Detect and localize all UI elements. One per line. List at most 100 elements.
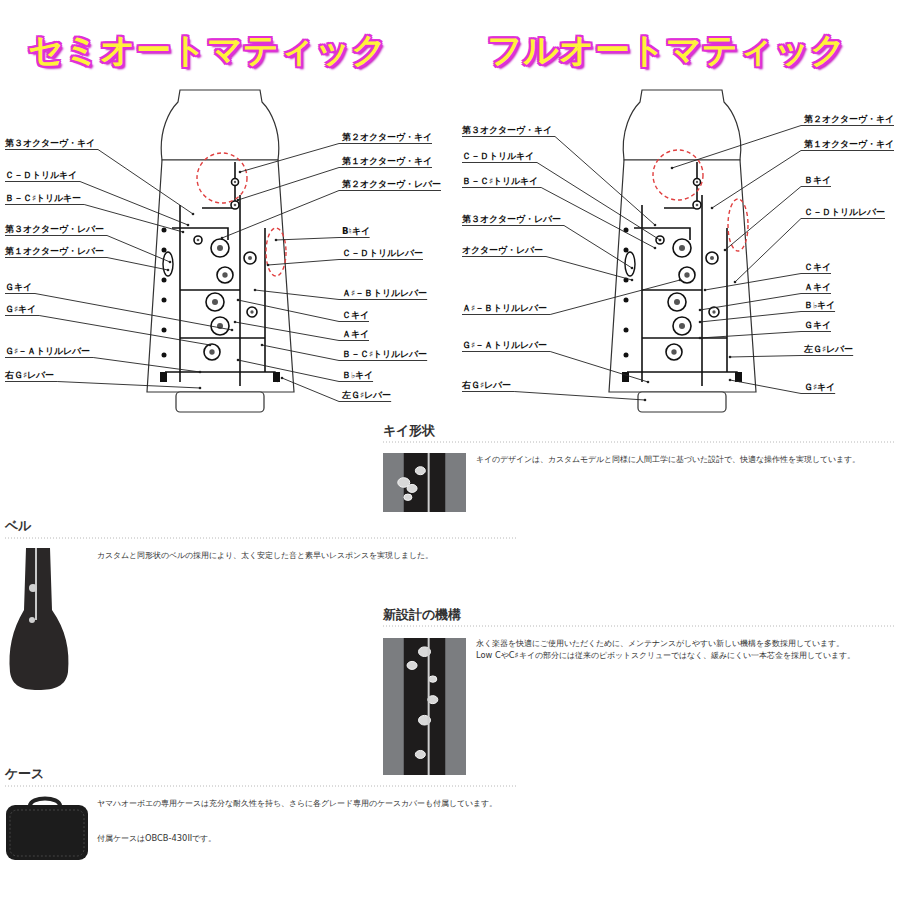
key-cup: [673, 239, 691, 257]
part-label: Ｃ－Ｄトリルキイ: [462, 151, 534, 161]
key-cup: [693, 201, 701, 209]
title-text: フルオートマティック: [487, 28, 846, 72]
leader-dot: [647, 381, 650, 384]
part-label: オクターヴ・レバー: [462, 245, 543, 255]
leader-dot: [654, 247, 657, 250]
leader-line: [462, 137, 655, 226]
title-text: セミオートマティック: [28, 28, 387, 72]
key-cup: [211, 317, 229, 335]
post: [162, 228, 167, 233]
leader-line: [262, 345, 427, 361]
part-label: 第１オクターヴ・キイ: [804, 139, 894, 149]
leader-dot: [679, 279, 682, 282]
leader-line: [5, 182, 188, 226]
part-label: 第２オクターヴ・キイ: [804, 114, 894, 124]
oboe-drawing: [609, 90, 756, 412]
lever: [273, 372, 280, 382]
key-cup: [244, 252, 256, 264]
part-label: Ｃキイ: [342, 310, 369, 320]
part-label: 右Ｇ♯レバー: [5, 370, 54, 380]
leader-dot: [671, 167, 674, 170]
part-label: 第１オクターヴ・キイ: [342, 156, 432, 166]
key-rod: [180, 337, 265, 339]
key-cup: [211, 239, 229, 257]
key-cup: [232, 179, 239, 186]
part-label: Ｃ－Ｄトリルレバー: [342, 248, 423, 258]
key-center: [712, 310, 715, 313]
leader-line: [462, 188, 655, 249]
leader-lines: [5, 126, 894, 402]
thumb-lever: [625, 252, 635, 276]
key-center: [710, 256, 714, 260]
part-label: Ｂ－Ｃ♯トリルキー: [5, 193, 81, 203]
key-cup: [673, 317, 691, 335]
leader-line: [238, 300, 369, 322]
oboe-drawing: [147, 90, 294, 412]
leader-dot: [234, 321, 237, 324]
part-label: Ｂ－Ｃ♯トリルレバー: [342, 349, 427, 359]
leader-dot: [199, 387, 202, 390]
leader-dot: [631, 267, 634, 270]
key-center: [217, 245, 223, 251]
highlight-circle: [266, 228, 286, 276]
leader-dot: [187, 224, 190, 227]
post: [624, 298, 629, 303]
part-label: Ｃ－Ｄトリルキイ: [5, 170, 77, 180]
part-label: 第２オクターヴ・キイ: [342, 132, 432, 142]
lever: [735, 372, 742, 382]
section-rule: [383, 626, 895, 627]
part-label: 右Ｇ♯レバー: [462, 380, 511, 390]
case-photo: [6, 799, 88, 861]
leader-dot: [281, 377, 284, 380]
leader-dot: [654, 224, 657, 227]
leader-dot: [704, 289, 707, 292]
part-label: 第２オクターヴ・レバー: [342, 179, 441, 189]
part-label: Ａキイ: [342, 329, 369, 339]
section-rule: [383, 442, 895, 443]
leader-line: [238, 360, 373, 382]
leader-dot: [254, 289, 257, 292]
thumb-lever: [163, 252, 173, 276]
bulb-outline: [161, 90, 279, 160]
key-rod: [165, 372, 278, 382]
key-center: [234, 204, 237, 207]
key-center: [197, 239, 200, 242]
post: [162, 278, 167, 283]
leader-dot: [729, 356, 732, 359]
part-label: 左Ｇ♯レバー: [804, 344, 853, 354]
part-label: 第３オクターヴ・レバー: [462, 214, 561, 224]
leader-dot: [209, 344, 212, 347]
lever: [160, 372, 167, 382]
section-heading: ケース: [5, 766, 44, 782]
highlight-circle: [653, 150, 703, 200]
leader-dot: [231, 329, 234, 332]
leader-line: [462, 280, 680, 315]
key-center: [248, 256, 252, 260]
leader-dot: [261, 344, 264, 347]
description-text: キイのデザインは、カスタムモデルと同様に人間工学に基づいた設計で、快適な操作性を…: [476, 454, 894, 465]
leader-line: [282, 378, 391, 402]
key-cup: [206, 293, 224, 311]
part-label: Ｂ♭キイ: [804, 300, 835, 310]
part-label: Ｇ♯キイ: [5, 304, 36, 314]
key-center: [250, 310, 253, 313]
bell-photo: [10, 548, 69, 690]
leader-dot: [699, 321, 702, 324]
leader-dot: [734, 281, 737, 284]
key-center: [674, 299, 680, 305]
key-center: [671, 349, 676, 354]
leader-line: [735, 219, 885, 283]
leader-line: [268, 260, 423, 266]
leader-line: [276, 238, 370, 241]
key-center: [222, 272, 227, 277]
key-center: [234, 181, 236, 183]
part-label: Ｇ♯－Ａトリルレバー: [462, 340, 547, 350]
description-text: 永く楽器を快適にご使用いただくために、メンテナンスがしやすい新しい機構を多数採用…: [476, 638, 894, 649]
key-cup: [666, 344, 682, 360]
part-label: Ａ♯－Ｂトリルレバー: [462, 303, 547, 313]
description-text: カスタムと同形状のベルの採用により、太く安定した音と素早いレスポンスを実現しまし…: [97, 550, 515, 561]
key-cup: [668, 293, 686, 311]
post: [162, 328, 167, 333]
